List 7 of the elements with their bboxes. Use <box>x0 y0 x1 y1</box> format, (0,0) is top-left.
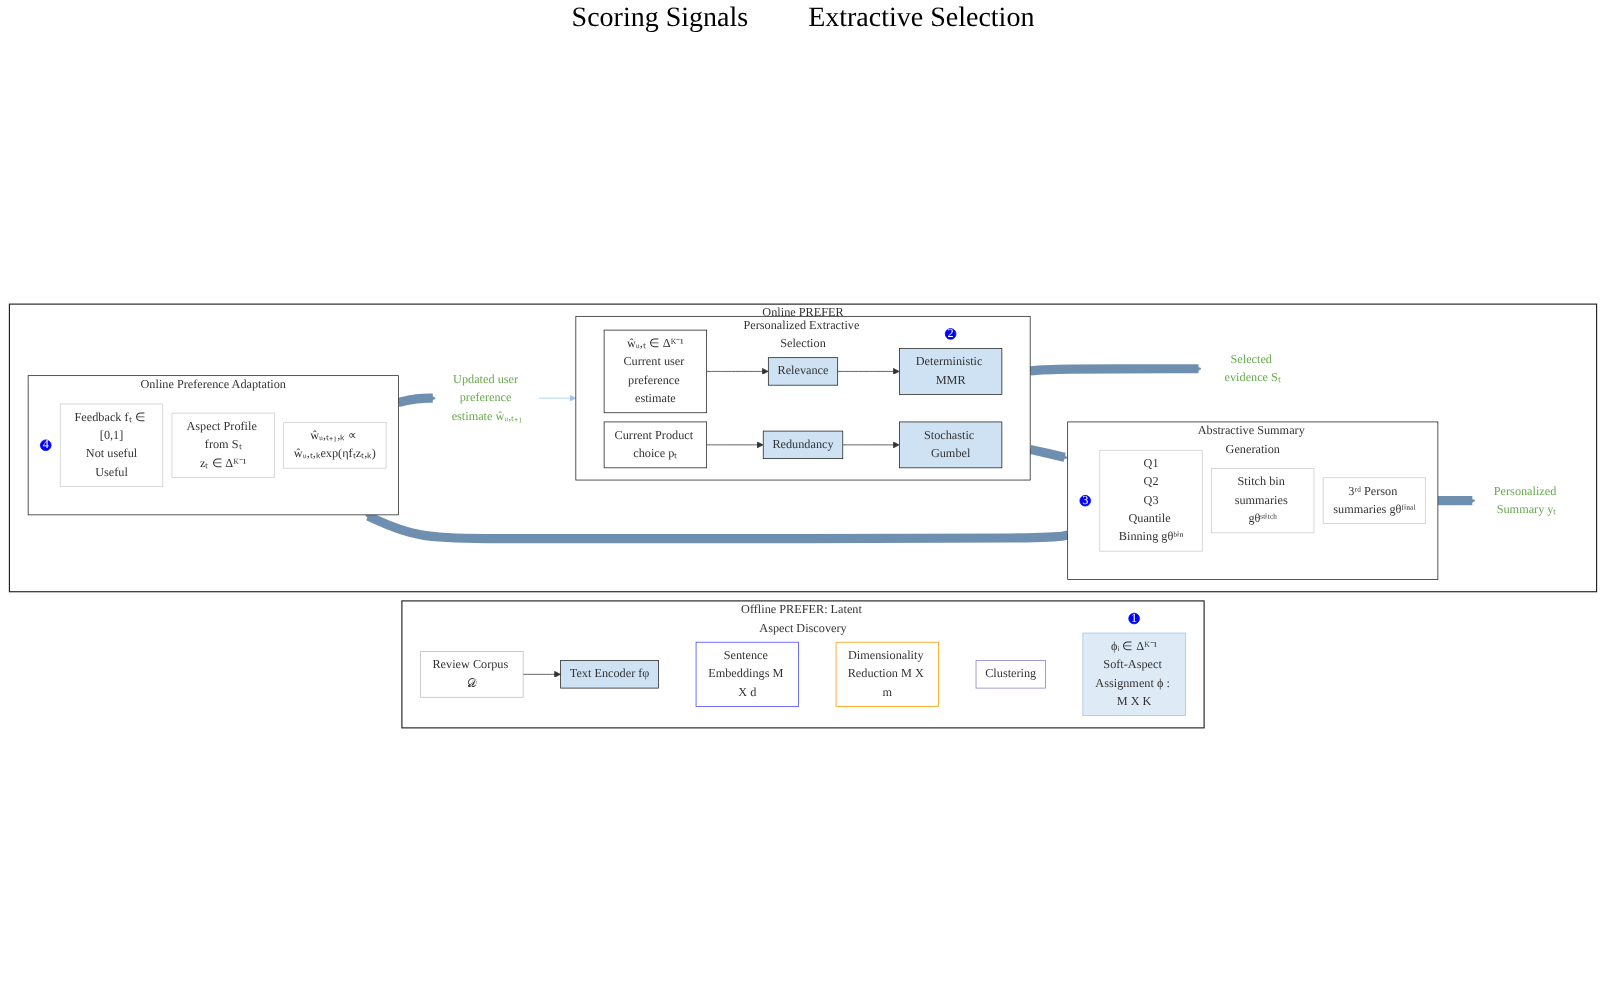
section-heading: Extractive Selection <box>808 4 1035 38</box>
arrow <box>1436 496 1476 506</box>
arrow <box>1028 444 1068 462</box>
arrow <box>396 393 437 407</box>
arrow <box>1028 364 1202 376</box>
section-heading: Scoring Signals <box>571 4 749 38</box>
arrow <box>365 511 1070 544</box>
